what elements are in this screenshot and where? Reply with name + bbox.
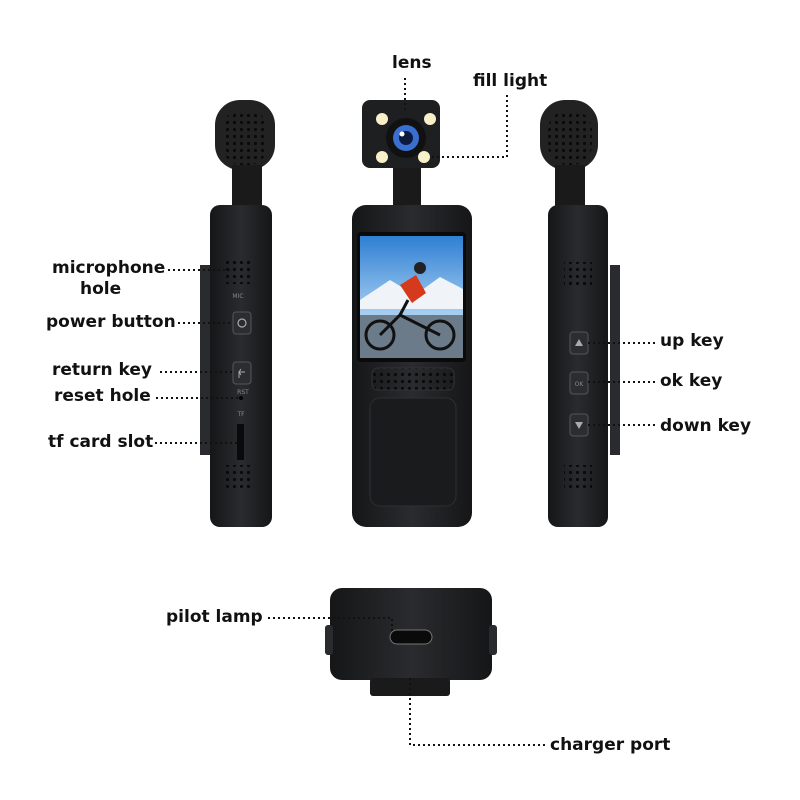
- leader-lines: [155, 78, 655, 746]
- rst-marking: RST: [237, 389, 249, 396]
- right-side-view: OK: [540, 100, 620, 527]
- front-view: [352, 100, 472, 527]
- reset-hole: [239, 396, 243, 400]
- label-microphone-hole-2: hole: [80, 279, 122, 299]
- charger-port: [389, 629, 433, 645]
- left-side-view: MIC RST TF: [200, 100, 275, 527]
- label-charger-port: charger port: [550, 735, 671, 755]
- return-icon: [238, 368, 245, 378]
- label-lens: lens: [392, 53, 432, 73]
- return-key[interactable]: [232, 361, 252, 385]
- label-tf-card-slot: tf card slot: [48, 432, 154, 452]
- label-power-button: power button: [46, 312, 176, 332]
- power-icon: [237, 318, 247, 328]
- label-ok-key: ok key: [660, 371, 723, 391]
- label-up-key: up key: [660, 331, 724, 351]
- ok-marking: OK: [575, 381, 585, 388]
- label-microphone-hole-1: microphone: [52, 258, 166, 278]
- label-pilot-lamp: pilot lamp: [166, 607, 263, 627]
- mic-marking: MIC: [232, 293, 243, 300]
- label-down-key: down key: [660, 416, 752, 436]
- fill-light-led: [376, 113, 388, 125]
- bottom-view: [325, 588, 497, 696]
- label-fill-light: fill light: [473, 71, 548, 91]
- clip: [200, 265, 210, 455]
- tf-marking: TF: [236, 411, 245, 418]
- label-return-key: return key: [52, 360, 153, 380]
- label-reset-hole: reset hole: [54, 386, 151, 406]
- power-button[interactable]: [232, 311, 252, 335]
- tf-card-slot: [237, 424, 244, 460]
